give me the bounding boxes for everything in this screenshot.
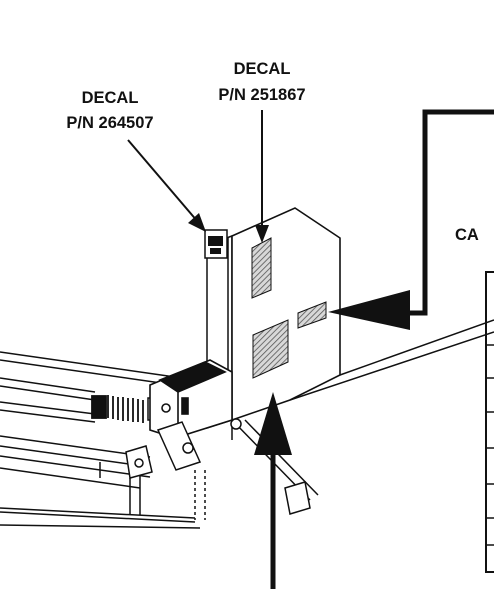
machine-frame bbox=[206, 207, 494, 501]
upward-arrow bbox=[254, 392, 292, 589]
spring-coil bbox=[91, 395, 157, 423]
pivot-bracket bbox=[149, 359, 233, 439]
cut-off-label: CA bbox=[455, 226, 479, 244]
decal-right-title: DECAL bbox=[234, 60, 291, 78]
lower-linkages bbox=[99, 418, 311, 520]
decal-left-title: DECAL bbox=[82, 89, 139, 107]
horizontal-arm bbox=[0, 351, 201, 529]
decal-side-hatched bbox=[297, 301, 327, 329]
callout-leader-right bbox=[328, 109, 494, 330]
decal-upright-hatched bbox=[251, 237, 272, 299]
small-decal-box bbox=[204, 229, 228, 259]
arrow-decal-251867 bbox=[255, 110, 269, 243]
cut-off-table bbox=[485, 271, 494, 573]
decal-right-part-number: P/N 251867 bbox=[218, 86, 305, 104]
decal-left-part-number: P/N 264507 bbox=[66, 114, 153, 132]
arrow-decal-264507 bbox=[127, 139, 206, 232]
decal-lower-hatched bbox=[252, 319, 289, 379]
